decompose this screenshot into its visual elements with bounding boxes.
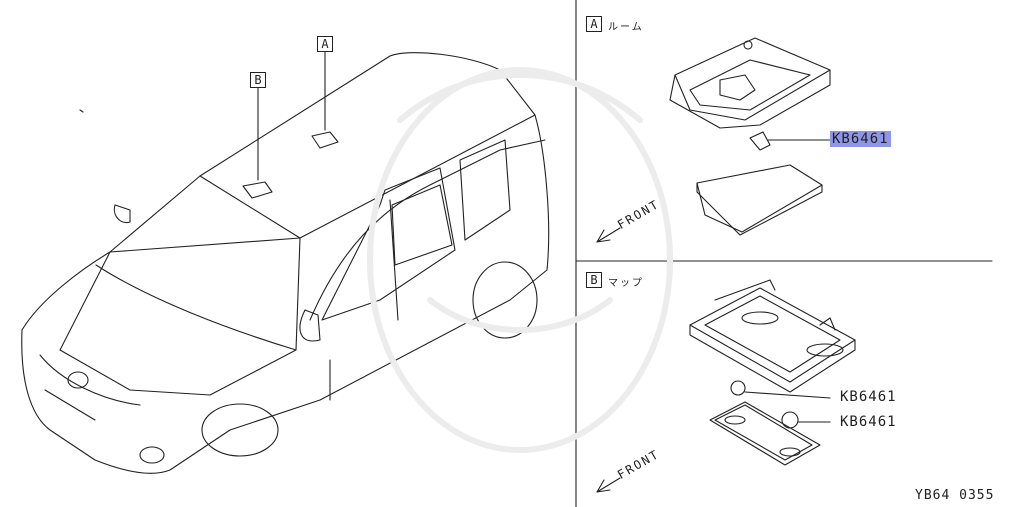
car-label-b: B	[250, 72, 266, 88]
footer-code: YB64 0355	[915, 488, 995, 503]
panel-a-part-highlight: KB6461	[830, 131, 891, 147]
panel-b-title: マップ	[608, 278, 644, 289]
map-lamp-illustration	[596, 279, 856, 493]
panel-b-tag: B	[586, 272, 602, 288]
panel-b-part-label-1: KB6461	[840, 389, 897, 405]
panel-b-part-label-2: KB6461	[840, 414, 897, 430]
car-illustration	[21, 51, 550, 474]
panel-a-tag: A	[586, 16, 602, 32]
car-label-a: A	[317, 36, 333, 52]
panel-a-part-label: KB6461	[830, 131, 891, 147]
watermark-emblem	[367, 67, 673, 453]
room-lamp-illustration	[596, 37, 831, 243]
panel-a-title: ルーム	[608, 22, 644, 33]
